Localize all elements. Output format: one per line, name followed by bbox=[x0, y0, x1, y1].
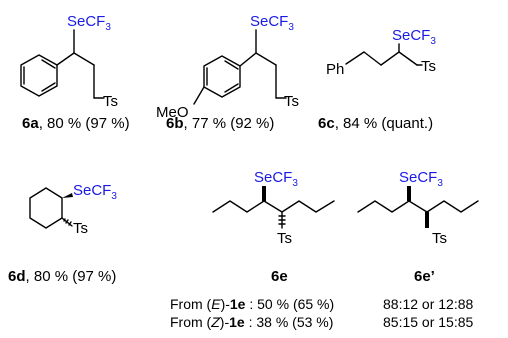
ts-label-6e: Ts bbox=[277, 230, 292, 247]
caption-6a: 6a, 80 % (97 %) bbox=[22, 115, 130, 132]
ratio-row-e: 88:12 or 12:88 bbox=[383, 296, 474, 312]
structure-6c: SeCF3 Ph Ts bbox=[326, 27, 436, 78]
secf3-label-6d: SeCF3 bbox=[73, 182, 117, 202]
ph-label: Ph bbox=[326, 61, 344, 78]
structure-6e-prime: SeCF3 Ts bbox=[357, 169, 479, 247]
secf3-label-6c: SeCF3 bbox=[392, 27, 436, 47]
structure-6e: SeCF3 Ts bbox=[212, 169, 335, 247]
caption-6e-prime: 6e’ bbox=[414, 268, 435, 285]
caption-6c: 6c, 84 % (quant.) bbox=[318, 115, 434, 132]
result-row-z: From (Z)-1e : 38 % (53 %) bbox=[170, 314, 334, 330]
result-row-e: From (E)-1e : 50 % (65 %) bbox=[170, 296, 335, 312]
secf3-label-6e: SeCF3 bbox=[254, 169, 298, 189]
secf3-label-6e-prime: SeCF3 bbox=[399, 169, 443, 189]
secf3-label-6b: SeCF3 bbox=[250, 13, 294, 33]
ts-label-6b: Ts bbox=[284, 93, 299, 110]
ts-label-6e-prime: Ts bbox=[432, 230, 447, 247]
secf3-label-6a: SeCF3 bbox=[67, 13, 111, 33]
ratio-row-z: 85:15 or 15:85 bbox=[383, 314, 474, 330]
structure-6d: SeCF3 Ts bbox=[29, 182, 117, 237]
meo-label: MeO bbox=[156, 104, 189, 121]
ts-label-6d: Ts bbox=[73, 220, 88, 237]
caption-6d: 6d, 80 % (97 %) bbox=[8, 268, 117, 285]
caption-6e: 6e bbox=[271, 268, 288, 285]
ts-label-6c: Ts bbox=[421, 58, 436, 75]
caption-6b: 6b, 77 % (92 %) bbox=[166, 115, 275, 132]
ts-label-6a: Ts bbox=[103, 93, 118, 110]
structure-6a: SeCF3 Ts bbox=[20, 13, 118, 110]
structure-6b: SeCF3 MeO Ts bbox=[156, 13, 299, 121]
